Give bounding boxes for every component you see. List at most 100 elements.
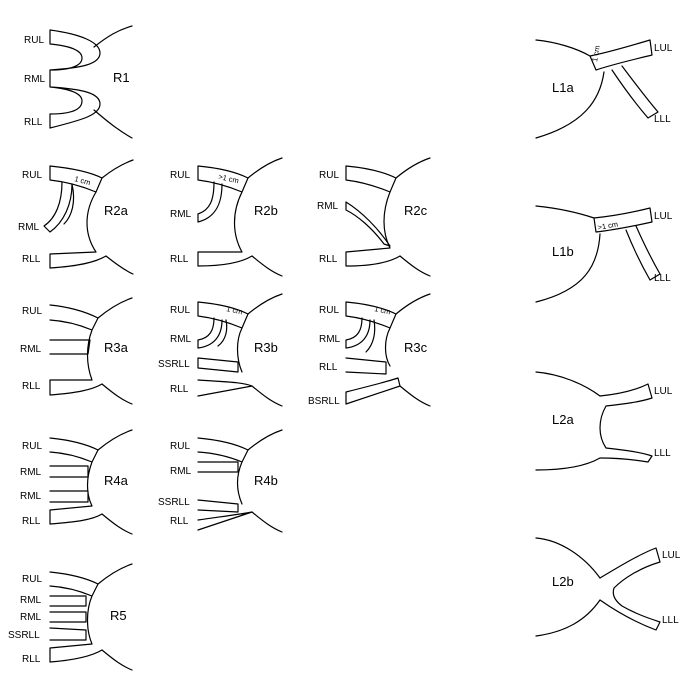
label-ssrll: SSRLL (158, 359, 190, 370)
airway-wall (105, 255, 134, 275)
label-lll: LLL (654, 448, 671, 459)
measure-label: >1 cm (218, 172, 240, 185)
variant-title: R3a (104, 340, 129, 355)
measure-label: 1 cm (226, 304, 244, 316)
variant-title: R2c (404, 203, 428, 218)
middle-bronchus (345, 317, 376, 353)
middle-bronchus (345, 201, 391, 247)
carina-curve (384, 327, 391, 367)
basal-segment (345, 377, 401, 405)
label-bsrll: BSRLL (308, 396, 340, 407)
airway-wall (251, 385, 283, 407)
label-lul: LUL (654, 211, 673, 222)
airway-wall (535, 371, 601, 397)
middle-bronchus (197, 181, 223, 223)
label-rll: RLL (22, 381, 41, 392)
label-rml: RML (170, 209, 192, 220)
airway-wall (97, 429, 133, 451)
label-rll: RLL (170, 384, 189, 395)
label-rll: RLL (24, 117, 43, 128)
airway-wall (535, 457, 601, 471)
label-rul: RUL (22, 441, 42, 452)
label-rml: RML (319, 334, 341, 345)
airway-wall (101, 159, 134, 179)
label-rll: RLL (319, 254, 338, 265)
variant-title: L1a (552, 80, 574, 95)
variant-r3c: RUL RML RLL BSRLL 1 cm R3c (308, 293, 431, 407)
label-rml: RML (20, 612, 42, 623)
airway-wall (97, 563, 133, 585)
variant-title: R3c (404, 340, 428, 355)
label-lul: LUL (654, 43, 673, 54)
upper-bronchus (345, 165, 397, 193)
airway-wall (101, 383, 133, 405)
label-rll: RLL (22, 654, 41, 665)
airway-wall (535, 205, 595, 219)
bronchus-outline (599, 383, 653, 463)
variant-r2c: RUL RML RLL R2c (317, 157, 431, 277)
airway-wall (535, 599, 601, 637)
carina-curve (197, 191, 253, 267)
variant-l2a: LUL LLL L2a (535, 371, 673, 471)
label-rml: RML (317, 201, 339, 212)
measure-label: 1 cm (73, 174, 91, 187)
label-rul: RUL (22, 170, 42, 181)
label-rll: RLL (22, 254, 41, 265)
middle-bronchus (43, 181, 75, 233)
label-rml: RML (170, 466, 192, 477)
variant-title: L2a (552, 412, 574, 427)
upper-bronchus (589, 39, 653, 71)
variant-r4a: RUL RML RML RLL R4a (20, 429, 133, 535)
airway-wall (247, 429, 283, 451)
label-rll: RLL (22, 516, 41, 527)
bronchus-outline (49, 29, 101, 129)
label-rul: RUL (22, 574, 42, 585)
airway-wall (93, 109, 133, 139)
label-rul: RUL (24, 35, 44, 46)
variant-title: R1 (113, 70, 130, 85)
label-rul: RUL (170, 305, 190, 316)
airway-wall (247, 293, 283, 315)
airway-wall (101, 649, 133, 671)
label-rml: RML (24, 74, 46, 85)
superior-segment (197, 357, 239, 373)
label-rml: RML (20, 491, 42, 502)
airway-wall (399, 255, 431, 277)
label-rul: RUL (170, 441, 190, 452)
label-rll: RLL (170, 516, 189, 527)
carina-curve (345, 191, 401, 267)
airway-wall (101, 513, 133, 535)
label-rml: RML (20, 595, 42, 606)
variant-r2b: RUL RML RLL >1 cm R2b (170, 157, 283, 277)
variant-r4b: RUL RML SSRLL RLL R4b (158, 429, 283, 533)
upper-bronchus (593, 207, 653, 233)
label-rul: RUL (319, 170, 339, 181)
variant-title: R4b (254, 473, 278, 488)
airway-wall (395, 293, 431, 315)
label-ssrll: SSRLL (158, 497, 190, 508)
middle-bronchus (197, 317, 228, 349)
label-rml: RML (20, 467, 42, 478)
measure-label: >1 cm (597, 220, 619, 232)
bronchus-outline (49, 571, 103, 663)
airway-wall (251, 255, 283, 277)
label-rul: RUL (319, 305, 339, 316)
variant-r3a: RUL RML RLL R3a (20, 297, 133, 405)
label-lll: LLL (662, 615, 679, 626)
label-lll: LLL (654, 114, 671, 125)
variant-title: R5 (110, 608, 127, 623)
bronchus-outline (197, 437, 253, 531)
variant-title: L2b (552, 574, 574, 589)
airway-wall (93, 25, 133, 48)
variant-title: R4a (104, 473, 129, 488)
label-lul: LUL (654, 386, 673, 397)
label-rml: RML (18, 222, 40, 233)
airway-wall (251, 511, 283, 533)
lower-bronchus (625, 225, 661, 281)
airway-wall (535, 537, 601, 579)
label-rml: RML (170, 334, 192, 345)
carina-curve (49, 191, 107, 269)
variant-l2b: LUL LLL L2b (535, 537, 681, 637)
lower-bronchus (345, 357, 387, 375)
